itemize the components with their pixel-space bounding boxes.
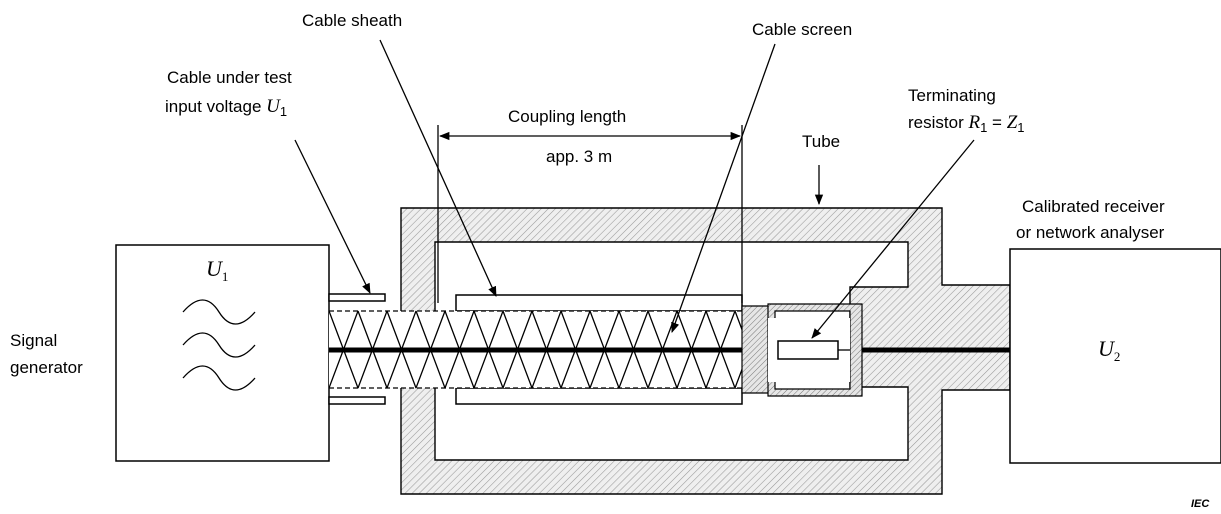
input-voltage-text: input voltage	[165, 97, 266, 116]
label-receiver-line1: Calibrated receiver	[1022, 197, 1165, 216]
leader-cable-under-test	[294, 139, 371, 294]
label-signal: Signal	[10, 331, 57, 350]
label-terminating-resistor: resistor R1 = Z1	[908, 112, 1025, 135]
label-coupling-length: Coupling length	[508, 107, 626, 126]
receiver-box	[1009, 248, 1221, 464]
equals-sign: =	[987, 113, 1006, 132]
impedance-subscript: 1	[1017, 120, 1024, 135]
label-coupling-value: app. 3 m	[546, 147, 612, 166]
label-cable-under-test: Cable under test	[167, 68, 292, 87]
input-voltage-subscript: 1	[280, 104, 287, 119]
resistor-symbol: R	[967, 112, 980, 133]
label-generator: generator	[10, 358, 83, 377]
label-cable-sheath: Cable sheath	[302, 11, 402, 30]
label-tube: Tube	[802, 132, 840, 151]
label-receiver-line2: or network analyser	[1016, 223, 1165, 242]
input-connector-top	[328, 293, 386, 302]
leader-terminating-resistor	[811, 139, 975, 339]
signal-generator-box	[115, 244, 330, 462]
receiver-voltage-symbol: U2	[1098, 336, 1120, 364]
input-connector-bottom	[328, 396, 386, 405]
cable-sheath-bottom	[455, 387, 743, 405]
generator-voltage-symbol: U1	[206, 256, 228, 284]
impedance-symbol: Z	[1007, 112, 1018, 133]
cable-sheath-top	[455, 294, 743, 312]
leader-cable-screen	[671, 43, 776, 333]
label-cable-screen: Cable screen	[752, 20, 852, 39]
leader-cable-sheath	[379, 39, 497, 297]
terminating-resistor-text: resistor	[908, 113, 968, 132]
label-terminating: Terminating	[908, 86, 996, 105]
input-voltage-symbol: U	[266, 96, 281, 117]
sine-wave-icon	[182, 299, 256, 391]
label-input-voltage: input voltage U1	[165, 96, 287, 119]
resistor-subscript: 1	[980, 120, 987, 135]
iec-mark: IEC	[1191, 498, 1210, 510]
terminating-resistor	[777, 340, 839, 360]
